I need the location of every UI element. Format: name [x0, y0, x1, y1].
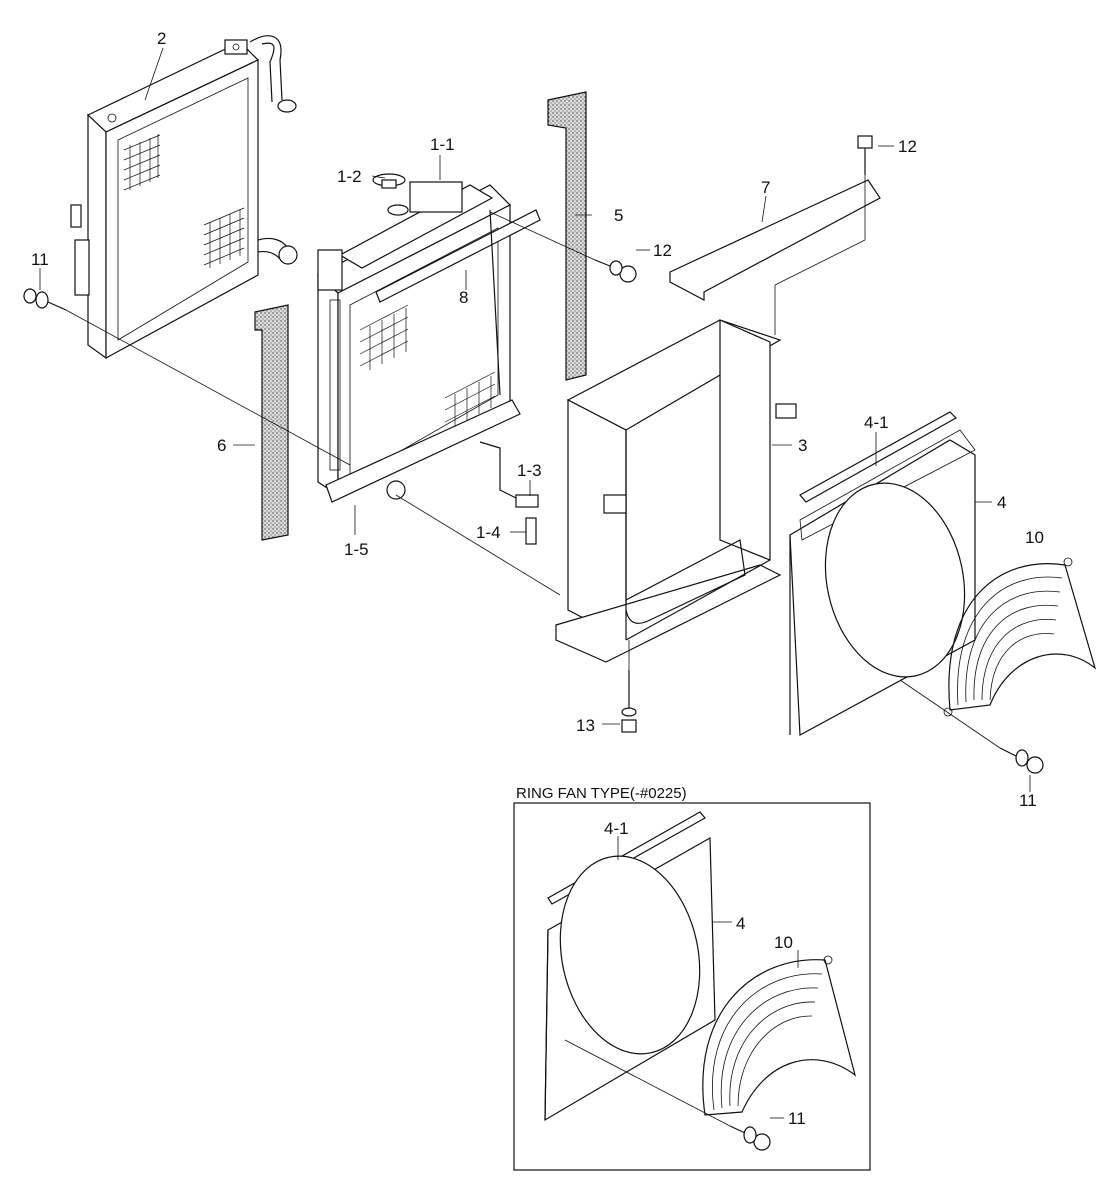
- bolt-12-top: [857, 135, 873, 175]
- inset-label-4: 4: [736, 914, 745, 933]
- label-12-mid: 12: [653, 241, 672, 260]
- inset-title: RING FAN TYPE(-#0225): [516, 785, 687, 802]
- label-11-right: 11: [1019, 791, 1037, 810]
- label-6: 6: [217, 436, 226, 455]
- label-2: 2: [157, 29, 166, 48]
- label-1-3: 1-3: [517, 461, 542, 480]
- label-12-top: 12: [898, 137, 917, 156]
- ring-fan-inset: [513, 802, 871, 1171]
- label-10: 10: [1025, 528, 1044, 547]
- inset-label-4-1: 4-1: [604, 819, 629, 838]
- assembly-lines: [65, 175, 1001, 749]
- label-1-1: 1-1: [430, 135, 455, 154]
- part-4-fan-shroud: [789, 411, 976, 736]
- leader-lines: [39, 47, 1031, 792]
- part-1-2-radiator-cap: [372, 173, 406, 189]
- inset-label-11: 11: [788, 1109, 806, 1128]
- bolt-13: [621, 670, 637, 733]
- bolt-12-mid: [594, 259, 637, 283]
- part-5-seal: [547, 91, 587, 381]
- label-4: 4: [997, 493, 1006, 512]
- part-2-oil-cooler: [70, 35, 298, 360]
- label-13: 13: [576, 716, 595, 735]
- label-3: 3: [798, 436, 807, 455]
- label-1-4: 1-4: [476, 523, 501, 542]
- part-7-cover: [669, 179, 881, 301]
- inset-label-10: 10: [774, 933, 793, 952]
- part-10-fan-guard: [943, 557, 1097, 717]
- label-4-1: 4-1: [864, 413, 889, 432]
- part-3-frame: [555, 319, 797, 663]
- part-1-1-radiator: [316, 181, 541, 545]
- label-7: 7: [761, 178, 770, 197]
- bolt-11-right: [999, 747, 1044, 774]
- label-1-2: 1-2: [337, 167, 362, 186]
- label-8: 8: [459, 288, 468, 307]
- label-5: 5: [614, 206, 623, 225]
- label-11-left: 11: [31, 250, 49, 269]
- bolt-11-left: [23, 288, 67, 311]
- part-labels: 2 1-1 1-2 12 7 5 12 11 8 6 3 4-1 1-3 4 1…: [31, 29, 1044, 1128]
- label-1-5: 1-5: [344, 540, 369, 559]
